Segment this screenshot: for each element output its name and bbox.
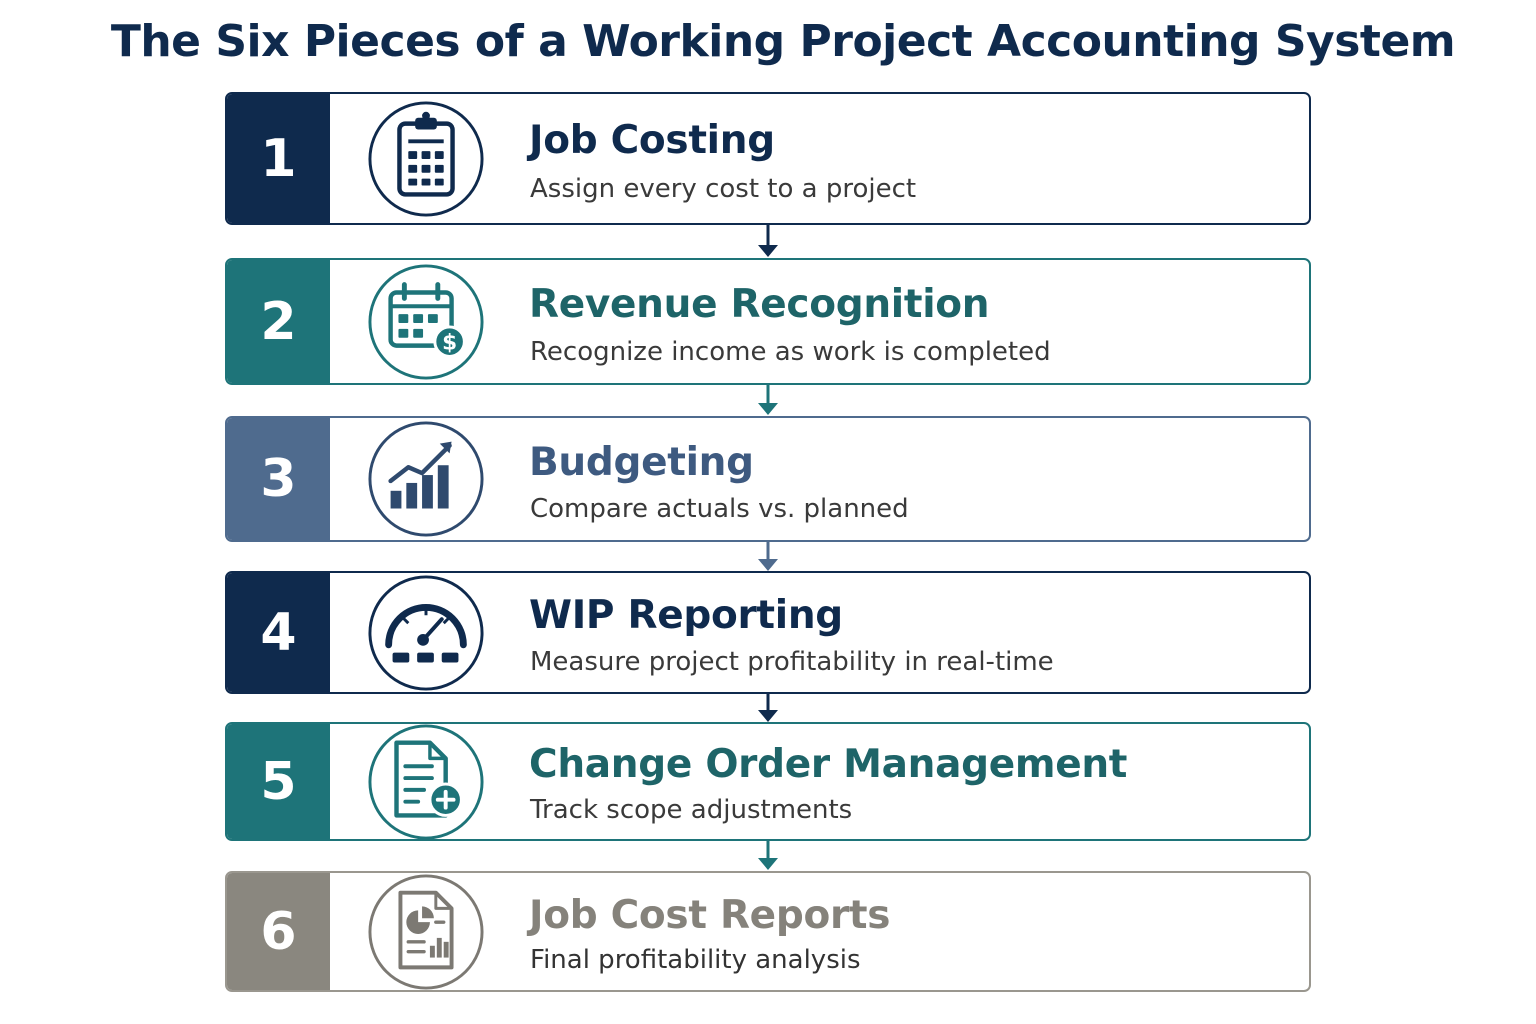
growth-chart-icon [367, 420, 485, 538]
step-4-title: WIP Reporting [529, 593, 843, 638]
step-5-number: 5 [227, 724, 330, 839]
arrow-down-icon [756, 225, 780, 258]
arrow-down-icon [756, 542, 780, 572]
step-6-card: 6 Job Cost Reports Final profitability a… [225, 871, 1311, 992]
arrow-down-icon [756, 694, 780, 723]
step-3-number: 3 [227, 418, 330, 540]
document-plus-icon [367, 724, 485, 839]
step-1-card: 1 Job Costing Assign every cost to a pro… [225, 92, 1311, 225]
step-2-number: 2 [227, 260, 330, 383]
step-5-description: Track scope adjustments [530, 795, 853, 825]
arrow-down-icon [756, 385, 780, 416]
calendar-dollar-icon: $ [367, 263, 485, 381]
report-icon [367, 873, 485, 990]
step-2-title: Revenue Recognition [529, 282, 990, 327]
step-3-card: 3 Budgeting Compare actuals vs. planned [225, 416, 1311, 542]
step-5-title: Change Order Management [529, 742, 1128, 787]
step-5-card: 5 Change Order Management Track scope ad… [225, 722, 1311, 841]
step-2-description: Recognize income as work is completed [530, 337, 1051, 367]
arrow-down-icon [756, 841, 780, 871]
step-4-card: 4 WIP Reporting Measure project profitab… [225, 571, 1311, 694]
step-6-title: Job Cost Reports [529, 893, 891, 938]
step-4-description: Measure project profitability in real-ti… [530, 647, 1054, 677]
step-6-number: 6 [227, 873, 330, 990]
step-1-number: 1 [227, 94, 330, 223]
clipboard-icon [367, 100, 485, 218]
gauge-icon [367, 574, 485, 692]
step-4-number: 4 [227, 573, 330, 692]
step-1-description: Assign every cost to a project [530, 174, 917, 204]
page-title: The Six Pieces of a Working Project Acco… [110, 16, 1456, 67]
svg-text:$: $ [442, 330, 457, 355]
step-3-description: Compare actuals vs. planned [530, 494, 909, 524]
step-6-description: Final profitability analysis [530, 945, 861, 975]
step-1-title: Job Costing [529, 118, 775, 163]
step-3-title: Budgeting [529, 440, 754, 485]
step-2-card: 2 $ Revenue Recognition Recognize income… [225, 258, 1311, 385]
